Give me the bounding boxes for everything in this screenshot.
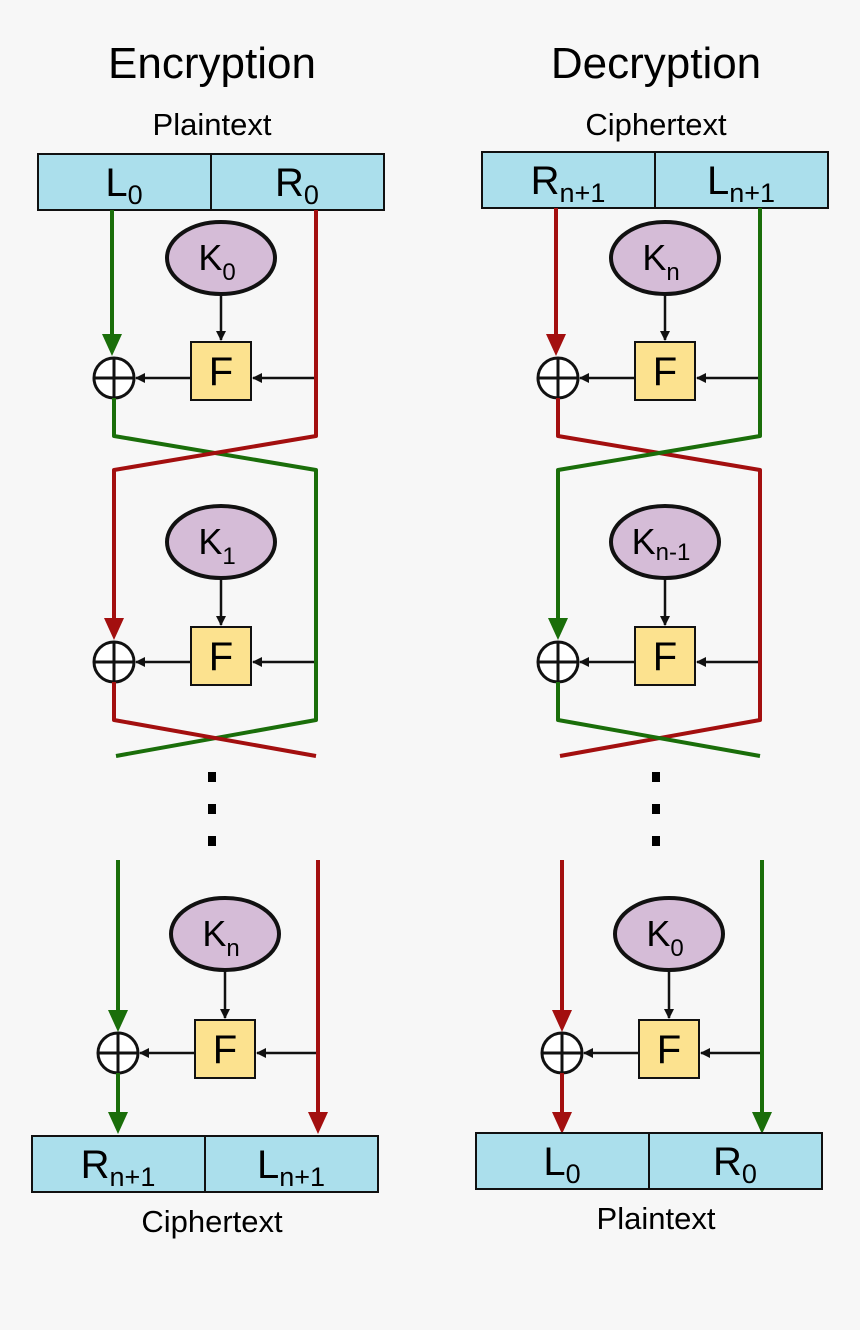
f-box: [194, 1019, 256, 1079]
f-box: [190, 626, 252, 686]
encryption-arrow-right-out: [308, 1112, 328, 1134]
encryption-output-left-main: R: [81, 1143, 110, 1187]
decryption-output-right-main: R: [713, 1140, 742, 1184]
encryption-ellipsis-dot-3: [208, 836, 216, 846]
encryption-path-right-cross: [112, 210, 318, 626]
key-label: K0: [646, 913, 683, 962]
encryption-output-right-subscript: n+1: [279, 1162, 325, 1192]
decryption-path-left-cross: [556, 398, 762, 758]
key-label-subscript: 0: [670, 935, 683, 962]
f-label: F: [657, 1028, 681, 1072]
f-box: [190, 341, 252, 401]
f-label: F: [653, 350, 677, 394]
decryption-ellipsis-dot-2: [652, 804, 660, 814]
xor-icon: [536, 640, 580, 684]
encryption-input-right-subscript: 0: [304, 180, 319, 210]
encryption-input-right-main: R: [275, 161, 304, 205]
decryption-output-right-subscript: 0: [742, 1159, 757, 1189]
encryption-input-right: R0: [275, 161, 319, 210]
key-label: K0: [198, 237, 235, 286]
decryption-title: Decryption: [551, 39, 761, 88]
decryption-input-right-subscript: n+1: [729, 178, 775, 208]
decryption-input-left-main: R: [531, 159, 560, 203]
key-label-main: K: [632, 521, 656, 562]
key-label-main: K: [642, 237, 666, 278]
encryption-input-left-main: L: [105, 161, 127, 205]
f-box: [638, 1019, 700, 1079]
encryption-output-left: Rn+1: [81, 1143, 156, 1192]
f-box: [634, 626, 696, 686]
xor-icon: [536, 356, 580, 400]
key-label-main: K: [202, 913, 226, 954]
encryption-output-label: Ciphertext: [141, 1204, 283, 1239]
key-label-subscript: 1: [222, 543, 235, 570]
f-box: [634, 341, 696, 401]
encryption-round-3: KnF: [96, 896, 316, 1079]
key-label-main: K: [198, 521, 222, 562]
encryption-input-left: L0: [105, 161, 142, 210]
decryption-output-left: L0: [543, 1140, 580, 1189]
decryption-output-left-subscript: 0: [566, 1159, 581, 1189]
decryption-input-left-subscript: n+1: [560, 178, 606, 208]
decryption-ellipsis-dot-1: [652, 772, 660, 782]
key-label: Kn: [642, 237, 679, 286]
key-label-main: K: [198, 237, 222, 278]
decryption-round-2: Kn-1F: [536, 504, 760, 686]
xor-icon: [92, 356, 136, 400]
encryption-arrow-right-2: [104, 618, 124, 640]
encryption-ellipsis-dot-2: [208, 804, 216, 814]
xor-icon: [92, 640, 136, 684]
encryption-input-left-subscript: 0: [128, 180, 143, 210]
f-label: F: [209, 635, 233, 679]
decryption-arrow-left-final: [552, 1010, 572, 1032]
f-label: F: [653, 635, 677, 679]
decryption-arrow-left-out: [552, 1112, 572, 1134]
decryption-ellipsis-dot-3: [652, 836, 660, 846]
encryption-input-label: Plaintext: [153, 107, 272, 142]
xor-icon: [540, 1031, 584, 1075]
decryption-arrow-right-out: [752, 1112, 772, 1134]
encryption-arrow-left-1: [102, 334, 122, 356]
decryption-input-label: Ciphertext: [585, 107, 727, 142]
encryption-round-2: K1F: [92, 504, 316, 686]
decryption-input-right: Ln+1: [707, 159, 775, 208]
decryption-output-left-main: L: [543, 1140, 565, 1184]
decryption-arrow-left-1: [546, 334, 566, 356]
decryption-round-1: KnF: [536, 220, 760, 401]
key-label-subscript: n: [666, 259, 679, 286]
key-label: Kn-1: [632, 521, 691, 566]
key-label: K1: [198, 521, 235, 570]
encryption-output-right-main: L: [257, 1143, 279, 1187]
encryption-path-right-out2: [112, 682, 317, 758]
decryption-path-right-out2: [556, 682, 761, 758]
key-label-subscript: n: [226, 935, 239, 962]
encryption-output-right: Ln+1: [257, 1143, 325, 1192]
encryption-arrow-left-final: [108, 1010, 128, 1032]
encryption-round-1: K0F: [92, 220, 316, 401]
key-label: Kn: [202, 913, 239, 962]
decryption-round-3: K0F: [540, 896, 760, 1079]
key-label-main: K: [646, 913, 670, 954]
encryption-ellipsis-dot-1: [208, 772, 216, 782]
xor-icon: [96, 1031, 140, 1075]
decryption-input-right-main: L: [707, 159, 729, 203]
key-label-subscript: n-1: [656, 539, 691, 566]
encryption-path-left-cross: [112, 398, 318, 758]
decryption-output-right: R0: [713, 1140, 757, 1189]
decryption-output-label: Plaintext: [597, 1201, 716, 1236]
decryption-input-left: Rn+1: [531, 159, 606, 208]
key-label-subscript: 0: [222, 259, 235, 286]
decryption-path-right-cross: [556, 208, 762, 626]
encryption-output-left-subscript: n+1: [110, 1162, 156, 1192]
f-label: F: [213, 1028, 237, 1072]
decryption-arrow-right-2: [548, 618, 568, 640]
f-label: F: [209, 350, 233, 394]
encryption-arrow-left-out: [108, 1112, 128, 1134]
encryption-title: Encryption: [108, 39, 316, 88]
